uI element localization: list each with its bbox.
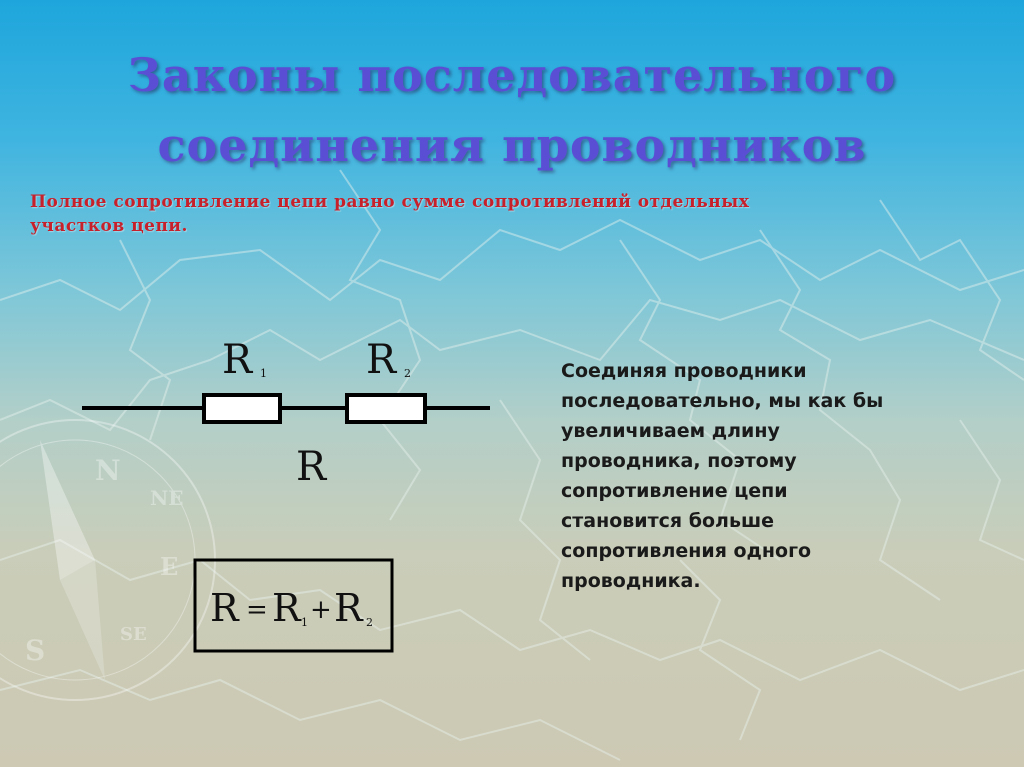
r2-label: R <box>366 337 398 383</box>
total-r-label: R <box>296 444 328 490</box>
slide-title-line-2: соединения проводников <box>157 118 867 172</box>
compass-letter-ne: NE <box>150 486 184 510</box>
compass-letter-e: E <box>160 552 178 581</box>
compass-rose-icon: N NE E SE S <box>0 419 216 701</box>
r1-label: R <box>222 337 254 383</box>
formula-plus: + <box>310 595 332 625</box>
compass-letter-n: N <box>95 454 121 487</box>
formula-r1-index: 1 <box>301 616 308 629</box>
subtitle: Полное сопротивление цепи равно сумме со… <box>30 190 990 238</box>
explanation-line: Соединяя проводники <box>561 360 807 382</box>
explanation-line: становится больше <box>561 510 775 532</box>
r1-index: 1 <box>260 367 267 380</box>
compass-letter-s: S <box>25 634 45 667</box>
explanation-line: последовательно, мы как бы <box>561 390 884 412</box>
slide-title-line-1: Законы последовательного <box>127 48 897 102</box>
explanation-text: Соединяя проводники последовательно, мы … <box>561 356 901 596</box>
explanation-line: увеличиваем длину <box>561 420 780 442</box>
compass-letter-se: SE <box>120 624 147 645</box>
subtitle-line-1: Полное сопротивление цепи равно сумме со… <box>30 192 750 212</box>
formula-equals: = <box>246 595 268 625</box>
formula-r: R <box>210 586 240 630</box>
r2-index: 2 <box>404 367 411 380</box>
resistor-r1 <box>202 393 282 424</box>
subtitle-line-2: участков цепи. <box>30 216 188 236</box>
explanation-line: проводника, поэтому <box>561 450 797 472</box>
explanation-line: сопротивление цепи <box>561 480 788 502</box>
explanation-line: сопротивления одного <box>561 540 812 562</box>
explanation-line: проводника. <box>561 570 701 592</box>
formula-r2: R <box>334 586 364 630</box>
formula-box <box>193 558 394 653</box>
formula-r2-index: 2 <box>366 616 373 629</box>
resistor-r2 <box>345 393 427 424</box>
formula-r1: R <box>272 586 302 630</box>
